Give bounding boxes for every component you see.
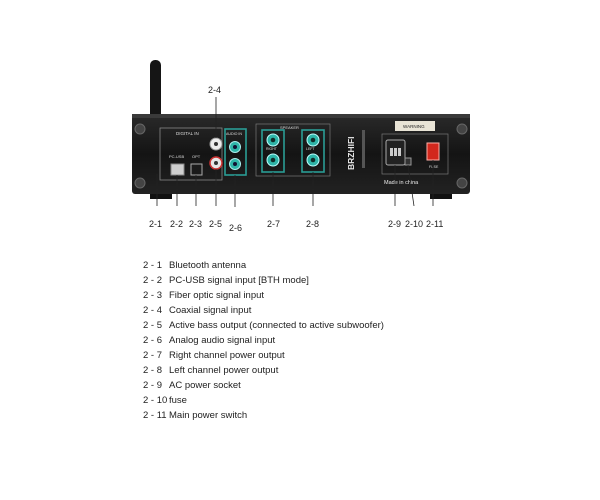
audio-in-label: AUDIO IN	[226, 132, 242, 136]
brand-logo: BRZHIFI	[346, 136, 356, 170]
callout-2-10: 2-10	[405, 219, 423, 229]
legend-code: 2 - 9	[143, 380, 163, 392]
legend-code: 2 - 1	[143, 260, 163, 271]
callout-2-4: 2-4	[208, 85, 221, 95]
jack-center	[233, 162, 237, 166]
component-legend: 2 - 1 Bluetooth antenna 2 - 2 PC-USB signa…	[143, 258, 583, 424]
legend-description: Main power switch	[169, 410, 248, 422]
legend-code: 2 - 7	[143, 350, 163, 362]
legend-item: 2 - 8 Left channel power output	[143, 363, 583, 378]
terminal-center	[270, 137, 276, 143]
callout-2-11: 2-11	[426, 219, 443, 229]
left-label: LEFT	[306, 147, 315, 151]
legend-item: 2 - 4 Coaxial signal input	[143, 303, 583, 318]
terminal-center	[270, 157, 276, 163]
callout-2-8: 2-8	[306, 219, 319, 229]
legend-description: Bluetooth antenna	[169, 260, 247, 271]
legend-code: 2 - 4	[143, 305, 163, 317]
legend-description: Analog audio signal input	[169, 335, 276, 347]
socket-pin	[398, 148, 401, 156]
legend-code: 2 - 2	[143, 275, 163, 287]
opt-label: OPT	[192, 154, 201, 159]
legend-code: 2 - 3	[143, 290, 163, 302]
screw	[134, 177, 146, 189]
jack-center	[233, 145, 237, 149]
callout-2-2: 2-2	[170, 219, 183, 229]
legend-item: 2 - 2 PC-USB signal input [BTH mode]	[143, 273, 583, 288]
legend-description: Active bass output (connected to active …	[169, 320, 384, 332]
legend-description: Right channel power output	[169, 350, 285, 362]
power-frame	[381, 133, 449, 175]
legend-description: AC power socket	[169, 380, 241, 392]
legend-code: 2 - 10	[143, 395, 168, 407]
terminal-center	[310, 157, 316, 163]
chassis-top-edge	[132, 114, 470, 118]
foot	[430, 194, 452, 199]
warning-text: WARNING	[403, 124, 425, 129]
legend-code: 2 - 8	[143, 365, 163, 377]
callout-2-1: 2-1	[149, 219, 162, 229]
legend-item: 2 - 6 Analog audio signal input	[143, 333, 583, 348]
legend-description: PC-USB signal input [BTH mode]	[169, 275, 309, 287]
right-label: RIGHT	[266, 147, 278, 151]
digital-in-label: DIGITAL IN	[176, 131, 199, 136]
legend-code: 2 - 5	[143, 320, 163, 332]
legend-description: fuse	[169, 395, 187, 407]
screw	[456, 123, 468, 135]
fuse-holder[interactable]	[404, 157, 412, 166]
screw	[134, 123, 146, 135]
foot	[150, 194, 172, 199]
audio-in-highlight	[224, 128, 247, 176]
leader-2-10	[407, 164, 415, 207]
optical-port[interactable]	[190, 163, 203, 176]
callout-2-5: 2-5	[209, 219, 222, 229]
main-power-switch[interactable]	[426, 142, 440, 161]
callout-2-9: 2-9	[388, 219, 401, 229]
legend-item: 2 - 5 Active bass output (connected to ac…	[143, 318, 583, 333]
terminal-center	[310, 137, 316, 143]
screw	[456, 177, 468, 189]
legend-code: 2 - 11	[143, 410, 167, 422]
socket-pin	[394, 148, 397, 156]
legend-description: Coaxial signal input	[169, 305, 252, 317]
callout-labels: 2-1 2-2 2-3 2-4 2-5 2-6 2-7 2-8 2-9 2-10…	[149, 85, 443, 233]
legend-description: Left channel power output	[169, 365, 279, 377]
jack-center	[214, 161, 218, 165]
fuse-text: FUSE	[429, 165, 439, 169]
jack-center	[214, 142, 218, 146]
legend-item: 2 - 1 Bluetooth antenna	[143, 258, 583, 273]
legend-code: 2 - 6	[143, 335, 163, 347]
callout-2-3: 2-3	[189, 219, 202, 229]
warning-sticker	[395, 121, 435, 131]
legend-description: Fiber optic signal input	[169, 290, 265, 302]
callout-2-7: 2-7	[267, 219, 280, 229]
callout-2-6: 2-6	[229, 223, 242, 233]
speaker-label: SPEAKER	[280, 125, 299, 130]
fine-print	[362, 130, 365, 168]
speaker-frame	[255, 123, 331, 177]
legend-item: 2 - 7 Right channel power output	[143, 348, 583, 363]
made-in-label: Made in china	[384, 180, 419, 186]
socket-pin	[390, 148, 393, 156]
legend-item: 2 - 3 Fiber optic signal input	[143, 288, 583, 303]
usb-label: PC-USB	[169, 154, 184, 159]
legend-item: 2 - 9 AC power socket	[143, 378, 583, 393]
callout-leaders	[156, 97, 434, 207]
digital-in-frame	[159, 127, 223, 181]
usb-b-port[interactable]	[170, 163, 185, 176]
